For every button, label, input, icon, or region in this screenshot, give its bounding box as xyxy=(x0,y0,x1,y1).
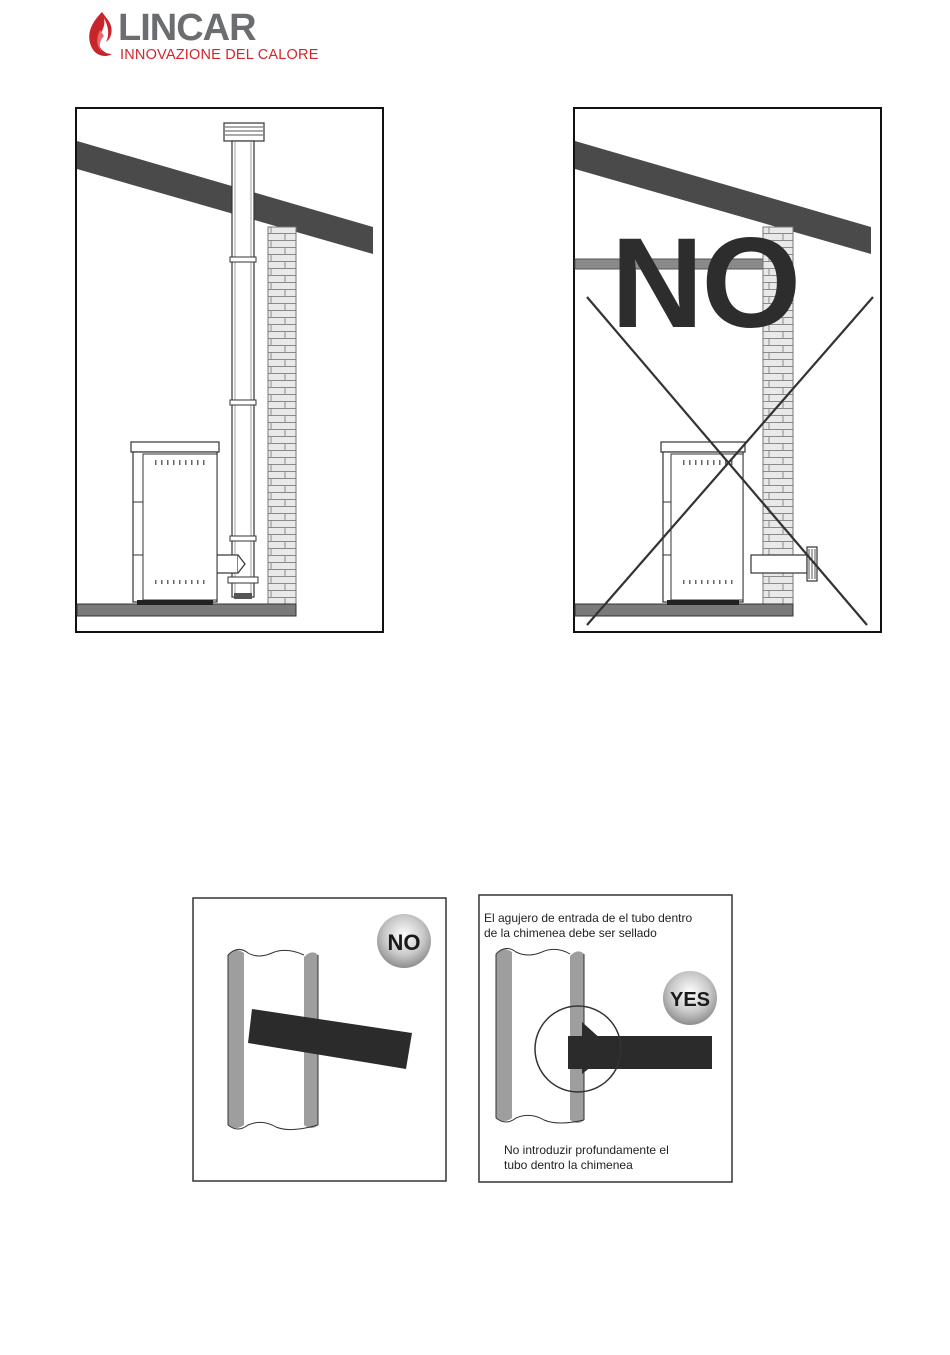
horizontal-pipe xyxy=(751,555,807,573)
diagram-correct-installation xyxy=(75,107,385,634)
brand-tagline: INNOVAZIONE DEL CALORE xyxy=(120,47,319,63)
yes-badge: YES xyxy=(670,989,710,1011)
stove xyxy=(131,442,219,605)
floor xyxy=(77,604,296,616)
diagram-pipe-too-deep: NO xyxy=(192,897,448,1183)
lincar-logo: LINCAR INNOVAZIONE DEL CALORE xyxy=(86,8,326,64)
no-label: NO xyxy=(611,212,799,355)
pipe-inserted-correct xyxy=(568,1036,712,1069)
diagram-incorrect-installation: NO xyxy=(573,107,883,634)
depth-note-line1: No introduzir profundamente el xyxy=(504,1143,669,1157)
chimney-wall-left xyxy=(228,950,244,1128)
chimney-wall-left xyxy=(496,949,512,1121)
depth-note-line2: tubo dentro la chimenea xyxy=(504,1158,633,1172)
seal-note-line1: El agujero de entrada de el tubo dentro xyxy=(484,911,692,925)
brand-name: LINCAR xyxy=(118,8,256,48)
diagram-sealed-pipe: YES El agujero de entrada de el tubo den… xyxy=(478,894,734,1184)
floor xyxy=(575,604,793,616)
brick-wall xyxy=(268,227,296,604)
chimney-cap xyxy=(224,123,264,141)
no-badge: NO xyxy=(388,930,421,955)
pipe-connector xyxy=(214,555,238,573)
flame-icon xyxy=(86,10,116,60)
seal-note-line2: de la chimenea debe ser sellado xyxy=(484,926,657,940)
